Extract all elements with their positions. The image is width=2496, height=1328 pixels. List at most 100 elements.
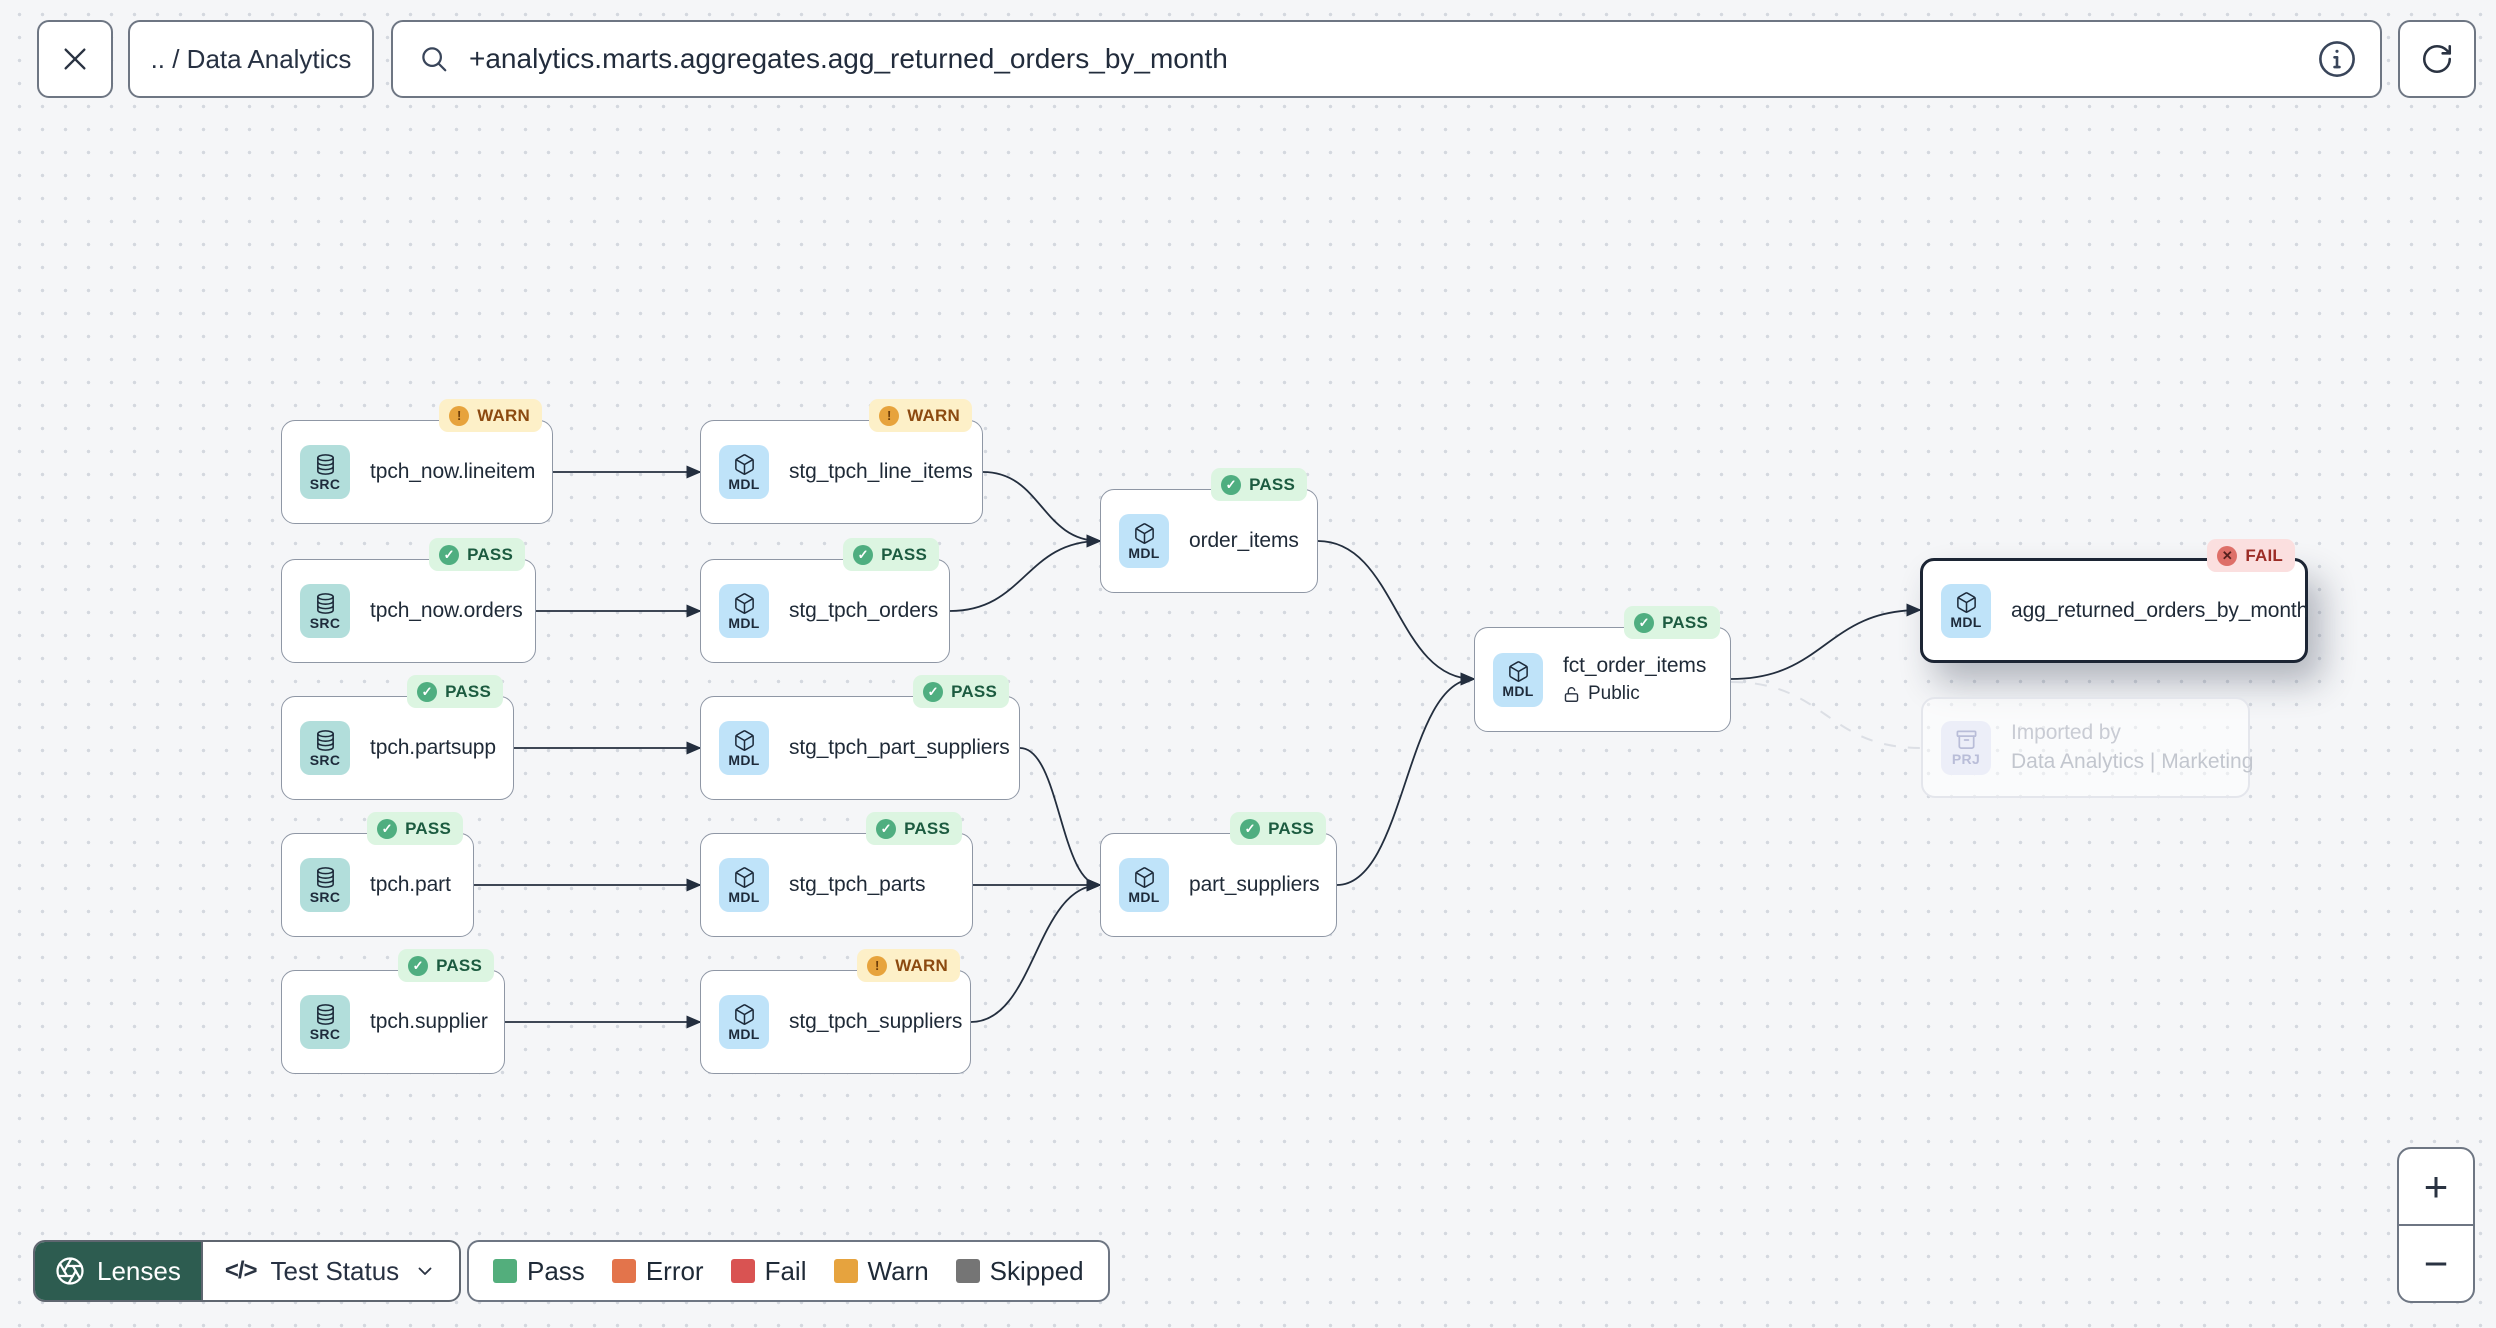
search-icon	[422, 47, 447, 72]
database-icon: SRC	[300, 584, 350, 638]
zoom-out-button[interactable]: −	[2399, 1226, 2473, 1301]
lens-selector-dropdown[interactable]: </> Test Status	[200, 1242, 459, 1300]
node-sublabel: Data Analytics | Marketing	[2011, 750, 2254, 773]
edge-part_suppliers-to-fct_order_items	[1336, 672, 1476, 886]
legend-label: Error	[645, 1255, 704, 1286]
node-label: part_suppliers	[1189, 873, 1320, 896]
node-label: stg_tpch_line_items	[789, 460, 973, 483]
chevron-down-icon	[418, 1267, 432, 1275]
fail-status-icon: ✕	[2217, 545, 2238, 566]
status-badge-pass: ✓PASS	[407, 675, 503, 708]
close-button[interactable]	[37, 20, 113, 98]
database-icon: SRC	[300, 858, 350, 912]
aperture-icon	[56, 1257, 84, 1285]
pass-status-icon: ✓	[853, 544, 874, 565]
pass-status-icon: ✓	[1240, 818, 1261, 839]
x-icon	[64, 48, 86, 70]
pass-status-icon: ✓	[876, 818, 897, 839]
package-icon: MDL	[719, 995, 769, 1049]
archive-icon: PRJ	[1941, 720, 1991, 775]
node-tpch_part[interactable]: SRC tpch.part ✓PASS	[281, 812, 474, 937]
legend-item-fail: Fail	[730, 1255, 807, 1287]
legend-label: Fail	[764, 1255, 807, 1286]
breadcrumb-label: .. / Data Analytics	[150, 43, 352, 74]
edge-fct_order_items-to-agg_returned_orders_by_month	[1730, 603, 1922, 680]
node-label: tpch.part	[370, 873, 451, 896]
package-icon: MDL	[719, 858, 769, 912]
lens-selector-label: Test Status	[270, 1255, 400, 1286]
node-type-label: MDL	[1128, 544, 1160, 561]
refresh-icon	[2422, 44, 2452, 74]
pass-swatch	[493, 1259, 517, 1283]
package-icon: MDL	[1119, 858, 1169, 912]
package-icon: MDL	[1119, 514, 1169, 568]
error-swatch	[611, 1259, 636, 1283]
edge-fct_order_items-to-imported_by_project	[1730, 681, 1922, 749]
status-badge-pass: ✓PASS	[1624, 606, 1720, 639]
status-badge-pass: ✓PASS	[913, 675, 1009, 708]
node-label: tpch_now.lineitem	[370, 460, 536, 483]
node-type-label: MDL	[1502, 683, 1534, 699]
node-label: agg_returned_orders_by_month	[2011, 598, 2309, 622]
breadcrumb[interactable]: .. / Data Analytics	[128, 20, 374, 98]
minus-icon: −	[2423, 1239, 2449, 1287]
node-label: stg_tpch_orders	[789, 599, 939, 622]
package-icon: MDL	[1941, 583, 1991, 638]
node-label: fct_order_items	[1563, 654, 1707, 677]
node-type-label: SRC	[309, 751, 341, 768]
pass-status-icon: ✓	[417, 681, 438, 702]
status-badge-pass: ✓PASS	[866, 812, 962, 845]
zoom-in-button[interactable]: +	[2399, 1149, 2473, 1226]
test-status-legend: Pass Error Fail Warn Skipped	[467, 1240, 1110, 1302]
plus-icon: +	[2423, 1162, 2449, 1210]
node-type-label: SRC	[309, 888, 341, 905]
node-type-label: MDL	[728, 1025, 760, 1042]
pass-status-icon: ✓	[923, 681, 944, 702]
refresh-button[interactable]	[2398, 20, 2476, 98]
node-part_suppliers[interactable]: MDL part_suppliers ✓PASS	[1100, 812, 1337, 937]
node-type-label: PRJ	[1951, 751, 1981, 767]
lenses-control: Lenses </> Test Status	[33, 1240, 462, 1302]
node-type-label: MDL	[1128, 888, 1160, 905]
edge-stg_tpch_orders-to-order_items	[949, 534, 1102, 612]
node-type-label: SRC	[309, 475, 341, 492]
legend-item-error: Error	[611, 1255, 704, 1287]
status-badge-warn: !WARN	[857, 949, 960, 982]
node-type-label: MDL	[1950, 614, 1982, 630]
status-badge-pass: ✓PASS	[1211, 468, 1307, 501]
search-input[interactable]: +analytics.marts.aggregates.agg_returned…	[391, 20, 2382, 98]
status-badge-pass: ✓PASS	[429, 538, 525, 571]
legend-label: Pass	[527, 1255, 585, 1286]
node-label: tpch.supplier	[370, 1010, 488, 1033]
status-badge-warn: !WARN	[869, 399, 972, 432]
node-type-label: MDL	[728, 888, 760, 905]
pass-status-icon: ✓	[1221, 474, 1242, 495]
database-icon: SRC	[300, 445, 350, 499]
status-badge-pass: ✓PASS	[367, 812, 463, 845]
pass-status-icon: ✓	[408, 955, 429, 976]
database-icon: SRC	[300, 721, 350, 775]
lenses-button[interactable]: Lenses	[35, 1242, 201, 1300]
package-icon: MDL	[719, 721, 769, 775]
status-badge-pass: ✓PASS	[1230, 812, 1326, 845]
node-type-label: SRC	[309, 1025, 341, 1042]
info-icon[interactable]	[2316, 38, 2358, 80]
search-value: +analytics.marts.aggregates.agg_returned…	[469, 43, 1228, 74]
edge-stg_tpch_line_items-to-order_items	[982, 471, 1102, 548]
legend-item-pass: Pass	[493, 1256, 585, 1287]
